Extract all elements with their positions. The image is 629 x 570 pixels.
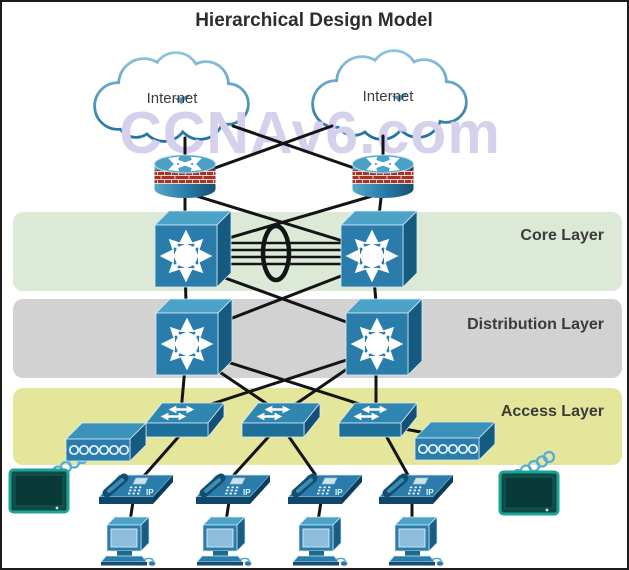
internet-label-right: Internet — [363, 88, 415, 105]
access-switch-icon-3 — [339, 403, 417, 437]
tablet-icon-right — [498, 470, 560, 516]
internet-label-left: Internet — [147, 90, 199, 107]
distribution-switch-icon-left — [156, 299, 232, 375]
link-acc1-phone1 — [141, 432, 183, 479]
link-acc3-phone4 — [382, 430, 411, 479]
desktop-pc-icon-2 — [196, 516, 253, 567]
network-links — [104, 124, 444, 523]
core-layer-band — [13, 212, 622, 291]
ip-phone-icon-1 — [99, 475, 173, 504]
firewall-router-icon-left — [155, 155, 216, 198]
core-layer-label: Core Layer — [520, 227, 604, 244]
access-switch-icon-2 — [242, 403, 320, 437]
distribution-layer-label: Distribution Layer — [467, 316, 604, 333]
firewall-router-icon-right — [353, 155, 414, 198]
desktop-pc-icon-4 — [388, 516, 445, 567]
core-switch-icon-left — [155, 211, 231, 287]
ip-phone-icon-3 — [288, 475, 362, 504]
access-switch-icon-1 — [146, 403, 224, 437]
wireless-ap-icon-right — [414, 421, 496, 461]
link-dist2-acc1 — [185, 350, 373, 414]
page-title: Hierarchical Design Model — [195, 10, 433, 31]
desktop-pc-icon-3 — [292, 516, 349, 567]
distribution-switch-icon-right — [346, 299, 422, 375]
ip-phone-icon-2 — [196, 475, 270, 504]
core-switch-icon-right — [341, 211, 417, 287]
ip-phone-icon-4 — [379, 475, 453, 504]
desktop-pc-icon-1 — [100, 516, 157, 567]
wireless-ap-icon-left — [65, 422, 147, 462]
etherchannel-ellipse — [260, 223, 292, 283]
tablet-icon-left — [8, 468, 70, 514]
access-layer-label: Access Layer — [501, 403, 604, 420]
link-acc2-phone2 — [230, 432, 273, 479]
link-acc2-phone3 — [285, 432, 319, 479]
etherchannel-bundle — [216, 241, 342, 266]
